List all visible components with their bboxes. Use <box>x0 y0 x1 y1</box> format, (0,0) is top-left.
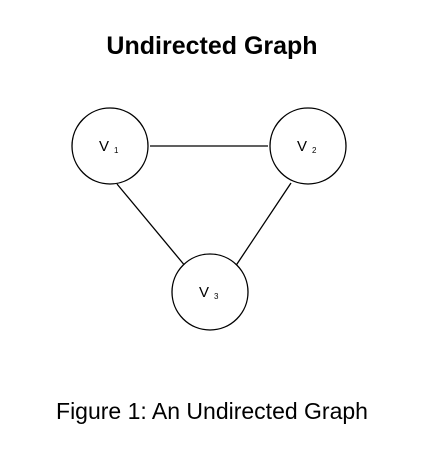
figure-caption: Figure 1: An Undirected Graph <box>56 398 368 424</box>
node-v3: V 3 <box>171 253 249 331</box>
node-v1: V 1 <box>71 107 149 185</box>
node-v2-subscript: 2 <box>312 146 317 155</box>
svg-text:V: V <box>99 138 109 155</box>
diagram-title: Undirected Graph <box>106 32 318 60</box>
node-v3-letter: V <box>199 284 209 301</box>
node-v2-letter: V <box>297 138 307 155</box>
node-v1-subscript: 1 <box>114 146 119 155</box>
node-v3-subscript: 3 <box>214 292 219 301</box>
node-v2: V 2 <box>269 107 347 185</box>
svg-text:1: 1 <box>114 146 119 155</box>
svg-text:2: 2 <box>312 146 317 155</box>
svg-text:V: V <box>297 138 307 155</box>
edge-v2-v3 <box>234 182 292 268</box>
node-v1-letter: V <box>99 138 109 155</box>
edge-v1-v3 <box>116 183 187 268</box>
svg-text:3: 3 <box>214 292 219 301</box>
svg-text:V: V <box>199 284 209 301</box>
